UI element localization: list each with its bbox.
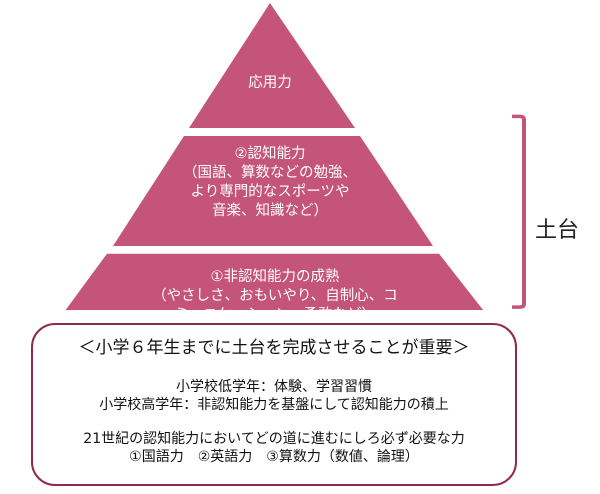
bottom-tier-line: ミュニケーション、勇敢など） <box>174 307 376 323</box>
pyramid-middle-tier <box>113 136 433 246</box>
note-line: 小学校低学年：体験、学習習慣 <box>176 379 372 395</box>
pyramid-bottom-tier <box>65 253 484 310</box>
note-heading: ＜小学６年生までに土台を完成させることが重要＞ <box>78 338 470 358</box>
foundation-label: 土台 <box>535 218 580 243</box>
note-line: 小学校高学年：非認知能力を基盤にして認知能力の積上 <box>99 397 449 413</box>
bottom-tier-line: （やさしさ、おもいやり、自制心、コ <box>152 288 398 304</box>
top-tier-label: 応用力 <box>248 75 292 91</box>
bottom-tier-label: ①非認知能力の成熟 （やさしさ、おもいやり、自制心、コ ミュニケーション、勇敢な… <box>100 268 450 325</box>
note-box: ＜小学６年生までに土台を完成させることが重要＞ 小学校低学年：体験、学習習慣 小… <box>31 323 517 486</box>
note-line: ①国語力 ②英語力 ③算数力（数値、論理） <box>129 449 419 465</box>
middle-tier-line: より専門的なスポーツや <box>190 184 350 200</box>
middle-tier-line: 音楽、知識など） <box>212 203 328 219</box>
middle-tier-line: （国語、算数などの勉強、 <box>183 165 357 181</box>
middle-tier-label: ②認知能力 （国語、算数などの勉強、 より専門的なスポーツや 音楽、知識など） <box>120 145 420 221</box>
pyramid-top-tier <box>189 3 355 128</box>
bracket <box>512 114 526 309</box>
pyramid <box>65 3 526 310</box>
note-line: 21世紀の認知能力においてどの道に進むにしろ必ず必要な力 <box>83 431 465 447</box>
middle-tier-title: ②認知能力 <box>234 146 306 162</box>
bottom-tier-title: ①非認知能力の成熟 <box>210 269 340 285</box>
